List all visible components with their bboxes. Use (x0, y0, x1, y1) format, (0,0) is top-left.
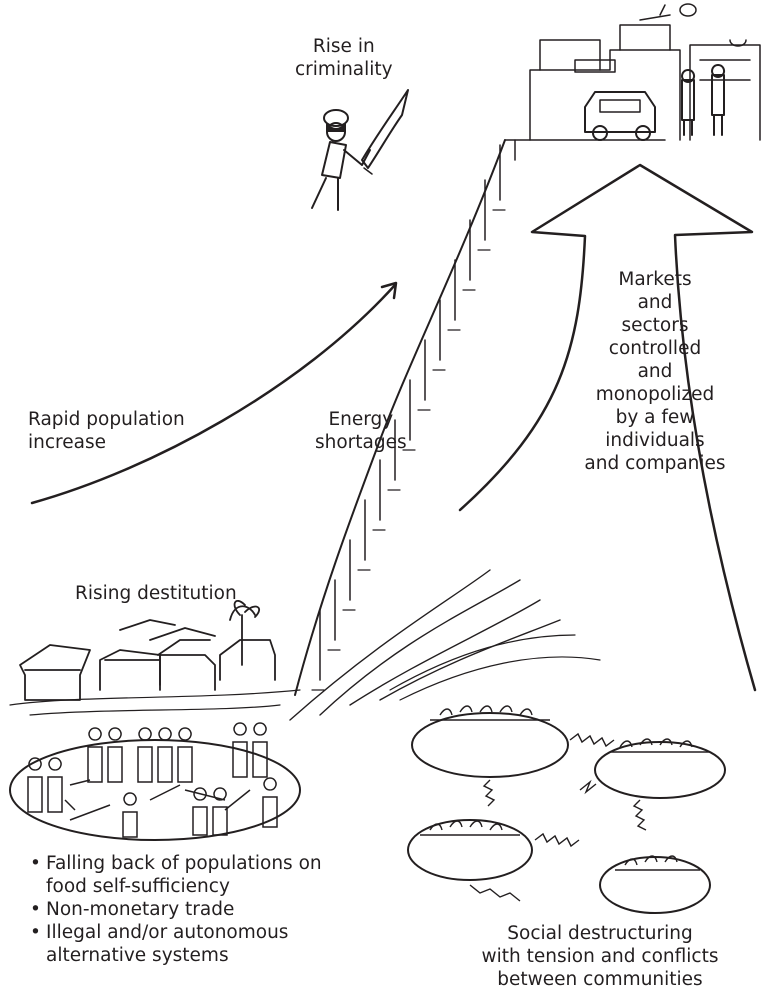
village-houses (9, 600, 301, 716)
crime-label-line-1: Rise in (312, 36, 375, 57)
markets-label-line: monopolized (595, 384, 715, 405)
bullet-item: Non-monetary trade (30, 898, 322, 921)
criminal-figure (311, 89, 409, 211)
markets-label-line: Markets (618, 269, 692, 290)
markets-label: Markets and sectors controlled and monop… (555, 268, 755, 475)
crime-label: Rise in criminality (295, 35, 393, 81)
monopoly-arrow (289, 163, 757, 721)
energy-label-line-1: Energy (328, 409, 394, 430)
population-label: Rapid population increase (28, 408, 185, 454)
communities-in-conflict (407, 705, 726, 914)
bullet-item: Falling back of populations on food self… (30, 852, 322, 898)
bullet-line: Non-monetary trade (46, 899, 235, 920)
markets-label-line: controlled (608, 338, 702, 359)
population-label-line-1: Rapid population (28, 409, 185, 430)
markets-label-line: and (637, 361, 673, 382)
markets-label-line: sectors (621, 315, 689, 336)
markets-label-line: and (637, 292, 673, 313)
social-label-line-1: Social destructuring (507, 923, 693, 944)
social-label-line-2: with tension and conflicts (481, 946, 719, 967)
population-growth-arrow (30, 281, 398, 505)
bullet-item: Illegal and/or autonomous alternative sy… (30, 921, 322, 967)
social-label-line-3: between communities (497, 969, 703, 990)
bullet-line: food self-sufficiency (46, 876, 230, 897)
markets-label-line: and companies (584, 453, 726, 474)
markets-label-line: individuals (605, 430, 705, 451)
markets-label-line: by a few (615, 407, 695, 428)
local-community (9, 722, 301, 841)
bullet-line: Falling back of populations on (46, 853, 322, 874)
energy-label-line-2: shortages (315, 432, 407, 453)
bullet-line: alternative systems (46, 945, 229, 966)
bullet-line: Illegal and/or autonomous (46, 922, 289, 943)
energy-label: Energy shortages (315, 408, 407, 454)
population-label-line-2: increase (28, 432, 106, 453)
destitution-label: Rising destitution (75, 583, 237, 604)
social-destructuring-label: Social destructuring with tension and co… (440, 922, 760, 991)
rising-cliff (294, 139, 666, 696)
coping-strategies-list: Falling back of populations on food self… (30, 852, 322, 967)
crime-label-line-2: criminality (295, 59, 393, 80)
city-buildings (529, 3, 761, 141)
